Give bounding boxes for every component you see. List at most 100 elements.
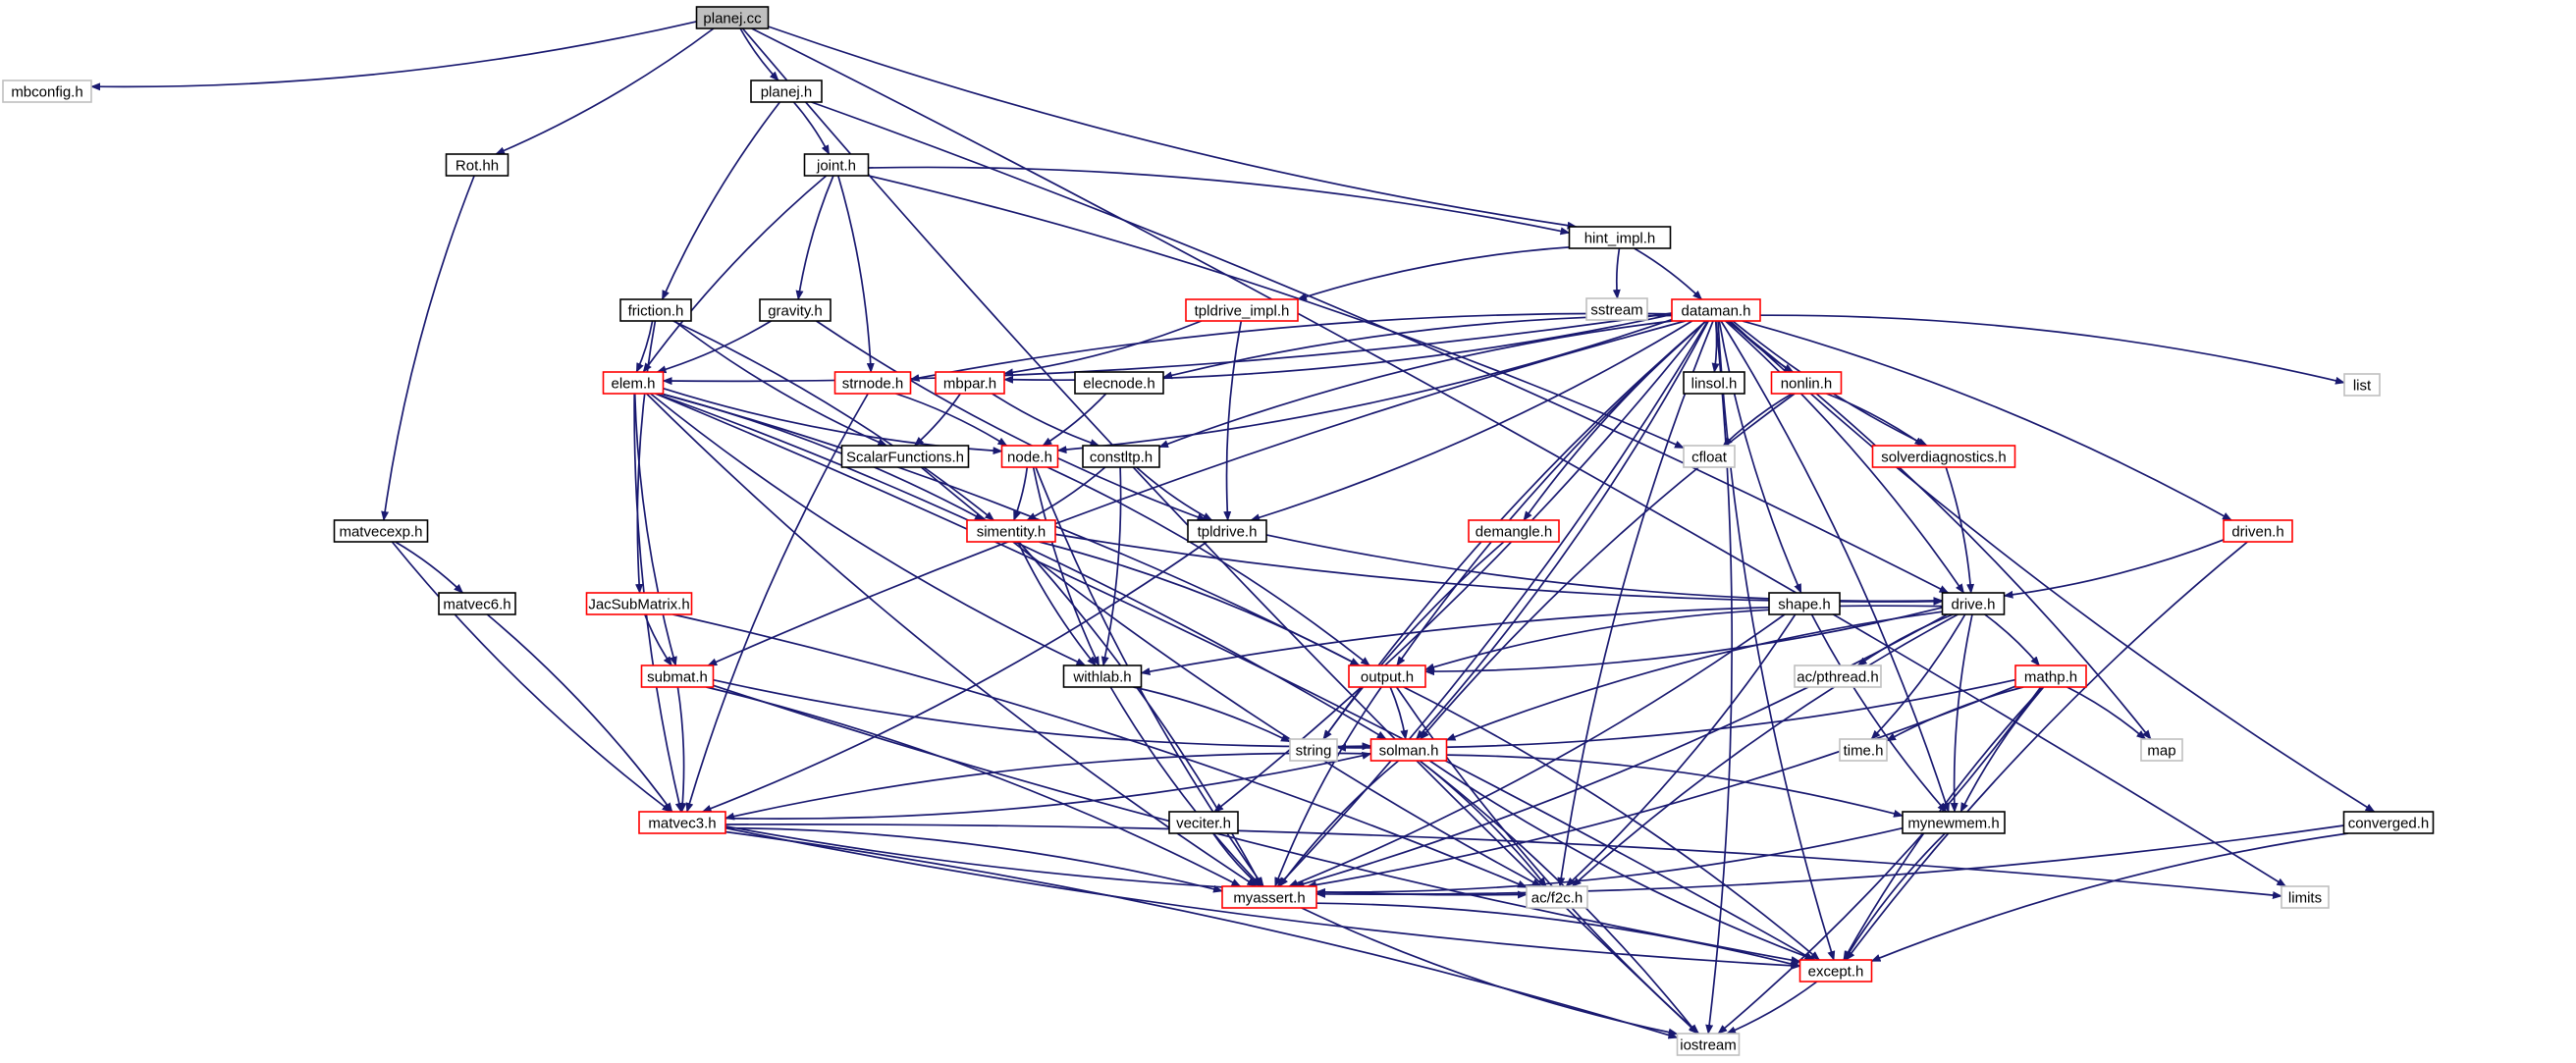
node-solman[interactable]: solman.h <box>1369 738 1448 762</box>
edge-matvec3-to-solman <box>724 751 1372 820</box>
node-box <box>1221 885 1317 909</box>
node-box <box>840 445 970 468</box>
node-label: elecnode.h <box>1083 376 1154 393</box>
edge-elem-to-except <box>655 393 1815 961</box>
edge-shape-to-output <box>1424 609 1770 671</box>
node-matvec6[interactable]: matvec6.h <box>438 592 516 615</box>
node-label: output.h <box>1361 669 1414 686</box>
node-tpldrive[interactable]: tpldrive.h <box>1187 519 1267 543</box>
node-jacsub[interactable]: JacSubMatrix.h <box>585 592 693 615</box>
node-submat[interactable]: submat.h <box>640 664 715 688</box>
node-mathp[interactable]: mathp.h <box>2014 664 2087 688</box>
node-box <box>2281 885 2330 909</box>
node-matvecexp[interactable]: matvecexp.h <box>333 519 429 543</box>
edge-shape-to-mynewmem <box>1810 613 1948 813</box>
node-except[interactable]: except.h <box>1798 959 1873 983</box>
node-scalarfunc[interactable]: ScalarFunctions.h <box>840 445 970 468</box>
node-label: time.h <box>1844 743 1884 760</box>
node-label: elem.h <box>611 376 655 393</box>
edge-matvecexp-to-matvec3 <box>391 541 672 813</box>
node-timeh: time.h <box>1839 738 1888 762</box>
node-label: limits <box>2288 890 2322 907</box>
node-label: ac/f2c.h <box>1531 890 1583 907</box>
node-withlab[interactable]: withlab.h <box>1062 664 1143 688</box>
node-label: driven.h <box>2231 524 2283 541</box>
node-box <box>333 519 429 543</box>
node-friction[interactable]: friction.h <box>619 298 692 322</box>
edge-constltp-to-tpldrive <box>1136 466 1213 521</box>
node-joint[interactable]: joint.h <box>803 153 870 177</box>
node-label: mbpar.h <box>943 376 996 393</box>
node-rot[interactable]: Rot.hh <box>445 153 510 177</box>
node-constltp[interactable]: constltp.h <box>1082 445 1160 468</box>
edge-mathp-to-myassert <box>1306 685 2016 889</box>
edge-dataman-to-acf2c <box>1557 320 1714 887</box>
node-box <box>1683 445 1736 468</box>
edge-elem-to-submat <box>633 393 677 666</box>
node-converged[interactable]: converged.h <box>2342 811 2435 834</box>
node-mbpar[interactable]: mbpar.h <box>935 371 1005 395</box>
edge-drive-to-acf2c <box>1571 613 1959 887</box>
node-label: tpldrive_impl.h <box>1195 303 1290 320</box>
node-output[interactable]: output.h <box>1348 664 1426 688</box>
node-elem[interactable]: elem.h <box>602 371 665 395</box>
node-matvec3[interactable]: matvec3.h <box>638 811 726 834</box>
node-box <box>2223 519 2293 543</box>
node-list: list <box>2343 373 2381 397</box>
node-elecnode[interactable]: elecnode.h <box>1074 371 1164 395</box>
node-planej-cc[interactable]: planej.cc <box>695 6 770 29</box>
edge-veciter-to-myassert <box>1212 832 1261 887</box>
node-tpldrive-impl[interactable]: tpldrive_impl.h <box>1185 298 1299 322</box>
node-box <box>759 298 832 322</box>
node-acf2c: ac/f2c.h <box>1526 885 1588 909</box>
node-mynewmem[interactable]: mynewmem.h <box>1902 811 2006 834</box>
node-drive[interactable]: drive.h <box>1941 592 2006 615</box>
node-shape[interactable]: shape.h <box>1768 592 1841 615</box>
node-node[interactable]: node.h <box>1000 445 1059 468</box>
node-cfloat: cfloat <box>1683 445 1736 468</box>
node-solverdiag[interactable]: solverdiagnostics.h <box>1871 445 2016 468</box>
node-nonlin[interactable]: nonlin.h <box>1770 371 1843 395</box>
node-label: shape.h <box>1778 597 1830 613</box>
node-box <box>619 298 692 322</box>
node-label: demangle.h <box>1476 524 1552 541</box>
node-simentity[interactable]: simentity.h <box>966 519 1056 543</box>
node-box <box>1671 298 1761 322</box>
node-dataman[interactable]: dataman.h <box>1671 298 1761 322</box>
node-box <box>1289 738 1338 762</box>
edge-tpldrive-to-matvec3 <box>701 541 1208 813</box>
edge-dataman-to-strnode <box>909 312 1673 382</box>
node-veciter[interactable]: veciter.h <box>1168 811 1239 834</box>
edge-matvec6-to-matvec3 <box>486 613 673 813</box>
node-label: solverdiagnostics.h <box>1881 450 2007 466</box>
edge-strnode-to-node <box>895 393 1008 447</box>
edge-myassert-to-except <box>1315 902 1801 968</box>
edge-dataman-to-solman <box>1416 320 1710 740</box>
node-box <box>695 6 770 29</box>
node-label: submat.h <box>647 669 708 686</box>
node-box <box>1676 1033 1741 1056</box>
node-box <box>1798 959 1873 983</box>
edge-dataman-to-iostream <box>1705 320 1734 1035</box>
node-demangle[interactable]: demangle.h <box>1468 519 1560 543</box>
node-label: withlab.h <box>1072 669 1131 686</box>
edge-drive-to-solman <box>1445 611 1943 741</box>
edge-tpldrive_impl-to-tpldrive <box>1223 320 1243 521</box>
node-linsol[interactable]: linsol.h <box>1683 371 1745 395</box>
edge-dataman-to-elem <box>662 312 1673 386</box>
node-box <box>2140 738 2183 762</box>
edge-planej_cc-to-mbconfig <box>90 21 697 91</box>
node-box <box>438 592 516 615</box>
node-planej-h[interactable]: planej.h <box>750 80 823 103</box>
node-mbconfig: mbconfig.h <box>2 80 92 103</box>
node-gravity[interactable]: gravity.h <box>759 298 832 322</box>
node-hint-impl[interactable]: hint_impl.h <box>1568 226 1672 249</box>
node-label: planej.cc <box>703 11 762 27</box>
node-driven[interactable]: driven.h <box>2223 519 2293 543</box>
node-myassert[interactable]: myassert.h <box>1221 885 1317 909</box>
node-box <box>1168 811 1239 834</box>
node-strnode[interactable]: strnode.h <box>833 371 912 395</box>
edge-planej_h-to-friction <box>661 101 781 300</box>
edge-joint-to-hint_impl <box>868 166 1571 236</box>
